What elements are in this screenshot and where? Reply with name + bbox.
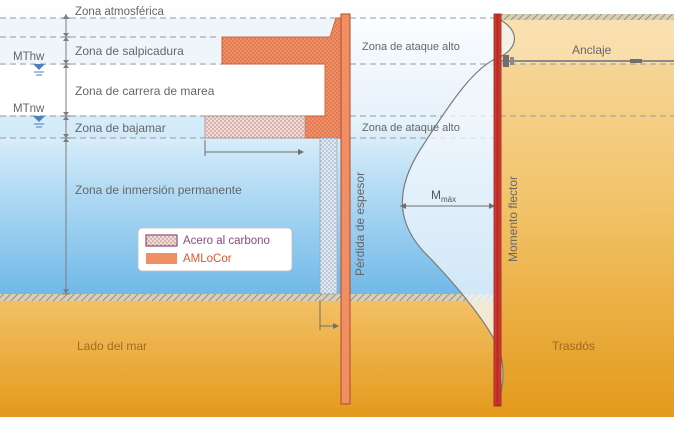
thickness-loss-label: Pérdida de espesor [353, 172, 367, 276]
seabed-hatch [0, 294, 497, 301]
carbon-steel-loss-immersion [319, 137, 338, 295]
zone-tidal-label: Zona de carrera de marea [75, 84, 215, 98]
mthw-marker-icon [33, 64, 45, 76]
mmax-subscript: máx [441, 195, 456, 204]
backfill-top-hatch [500, 14, 674, 20]
anchor-label: Anclaje [572, 43, 612, 57]
bending-moment-label: Momento flector [506, 176, 520, 262]
zone-scale-arrows [63, 14, 69, 294]
anchor-coupler [630, 59, 642, 63]
legend-swatch-amlocor [146, 253, 177, 264]
legend-swatch-carbon-steel [145, 234, 178, 247]
seabed-soil [0, 296, 497, 417]
legend-label-carbon-steel: Acero al carbono [183, 235, 270, 247]
anchor-head-icon [503, 55, 514, 67]
mmax-label: Mmáx [431, 188, 456, 204]
zone-immersion-label: Zona de inmersión permanente [75, 183, 242, 197]
zone-splash-label: Zona de salpicadura [75, 44, 184, 58]
backfill-soil [497, 18, 674, 417]
sheet-pile-left [340, 13, 351, 405]
carbon-steel-loss-lowwater [204, 115, 306, 139]
backfill-label: Trasdós [552, 339, 595, 353]
mthw-label: MThw [13, 51, 45, 63]
tidal-range-box [0, 65, 330, 115]
legend: Acero al carbono AMLoCor [137, 227, 293, 272]
attack-zone-top-label: Zona de ataque alto [362, 41, 460, 53]
legend-label-amlocor: AMLoCor [183, 253, 232, 265]
mtnw-marker-icon [33, 116, 45, 128]
mtnw-label: MTnw [13, 103, 45, 115]
sea-side-label: Lado del mar [77, 339, 147, 353]
backfill-upper-light [505, 18, 674, 64]
mmax-arrow-start [400, 203, 406, 209]
attack-zone-bottom-label: Zona de ataque alto [362, 122, 460, 134]
zone-atmospheric-label: Zona atmosférica [75, 6, 164, 18]
sheet-pile-right [493, 13, 502, 407]
zone-lowwater-label: Zona de bajamar [75, 121, 166, 135]
